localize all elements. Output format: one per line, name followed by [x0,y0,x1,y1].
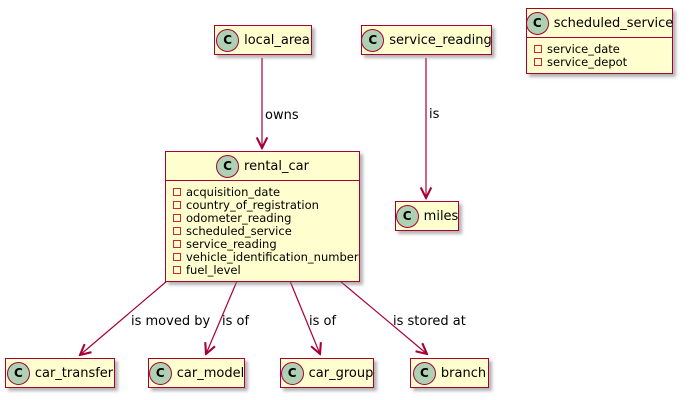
attribute-row: service_depot [534,54,668,69]
field-icon [534,57,542,66]
class-rental-car: C rental_car acquisition_date country_of… [165,151,360,282]
class-name: car_transfer [34,365,114,381]
class-name: miles [423,208,459,224]
class-title: C miles [395,202,459,230]
field-icon [173,226,181,235]
class-service-reading: C service_reading [361,25,492,55]
class-icon: C [280,361,304,385]
class-title: C local_area [215,26,311,54]
attribute-row: scheduled_service [173,223,355,238]
class-title: C service_reading [361,26,492,54]
class-title: C car_model [148,359,245,387]
edge-label-is-stored-at: is stored at [393,314,466,329]
attribute-label: vehicle_identification_number [186,249,359,264]
class-name: car_model [176,365,245,381]
field-icon [173,252,181,261]
attribute-label: odometer_reading [186,210,292,225]
class-name: branch [440,365,487,381]
class-icon: C [395,204,419,228]
attribute-row: service_date [534,41,668,56]
class-local-area: C local_area [214,25,312,55]
class-title: C branch [411,359,488,387]
attribute-row: odometer_reading [173,210,355,225]
attributes-compartment: service_date service_depot [527,37,672,73]
class-title: C rental_car [166,152,359,180]
attribute-label: scheduled_service [186,223,292,238]
field-icon [173,200,181,209]
attribute-label: acquisition_date [186,184,281,199]
attribute-row: fuel_level [173,262,355,277]
class-name: local_area [244,32,310,48]
class-icon: C [216,154,240,178]
field-icon [534,44,542,53]
attribute-label: country_of_registration [186,197,319,212]
attribute-label: service_date [547,41,620,56]
class-title: C scheduled_service [525,9,674,37]
class-icon: C [412,361,436,385]
edge-label-is: is [429,107,440,122]
attribute-row: vehicle_identification_number [173,250,359,264]
class-car-group: C car_group [280,358,374,388]
class-title: C car_transfer [6,359,114,387]
attribute-row: country_of_registration [173,197,355,212]
class-icon: C [361,28,385,52]
class-branch: C branch [410,358,489,388]
class-name: service_reading [389,32,492,48]
field-icon [173,265,181,274]
class-icon: C [148,361,172,385]
edge-label-is-of-model: is of [222,314,250,329]
class-icon: C [525,11,549,35]
field-icon [173,213,181,222]
edge-label-is-moved-by: is moved by [131,314,211,329]
class-icon: C [216,28,240,52]
class-scheduled-service: C scheduled_service service_date service… [525,8,674,74]
attribute-label: service_reading [186,236,277,251]
attribute-label: service_depot [547,54,628,69]
class-name: rental_car [244,158,309,174]
class-title: C car_group [280,359,374,387]
class-car-transfer: C car_transfer [5,358,115,388]
class-car-model: C car_model [148,358,245,388]
attribute-row: acquisition_date [173,184,355,199]
class-miles: C miles [395,201,459,231]
class-name: car_group [308,365,374,381]
attribute-label: fuel_level [186,262,241,277]
attributes-compartment: acquisition_date country_of_registration… [166,180,359,281]
class-icon: C [6,361,30,385]
edge-label-is-of-group: is of [309,314,337,329]
field-icon [173,187,181,196]
class-name: scheduled_service [553,15,674,31]
field-icon [173,239,181,248]
edge-label-owns: owns [265,108,299,123]
attribute-row: service_reading [173,236,355,251]
